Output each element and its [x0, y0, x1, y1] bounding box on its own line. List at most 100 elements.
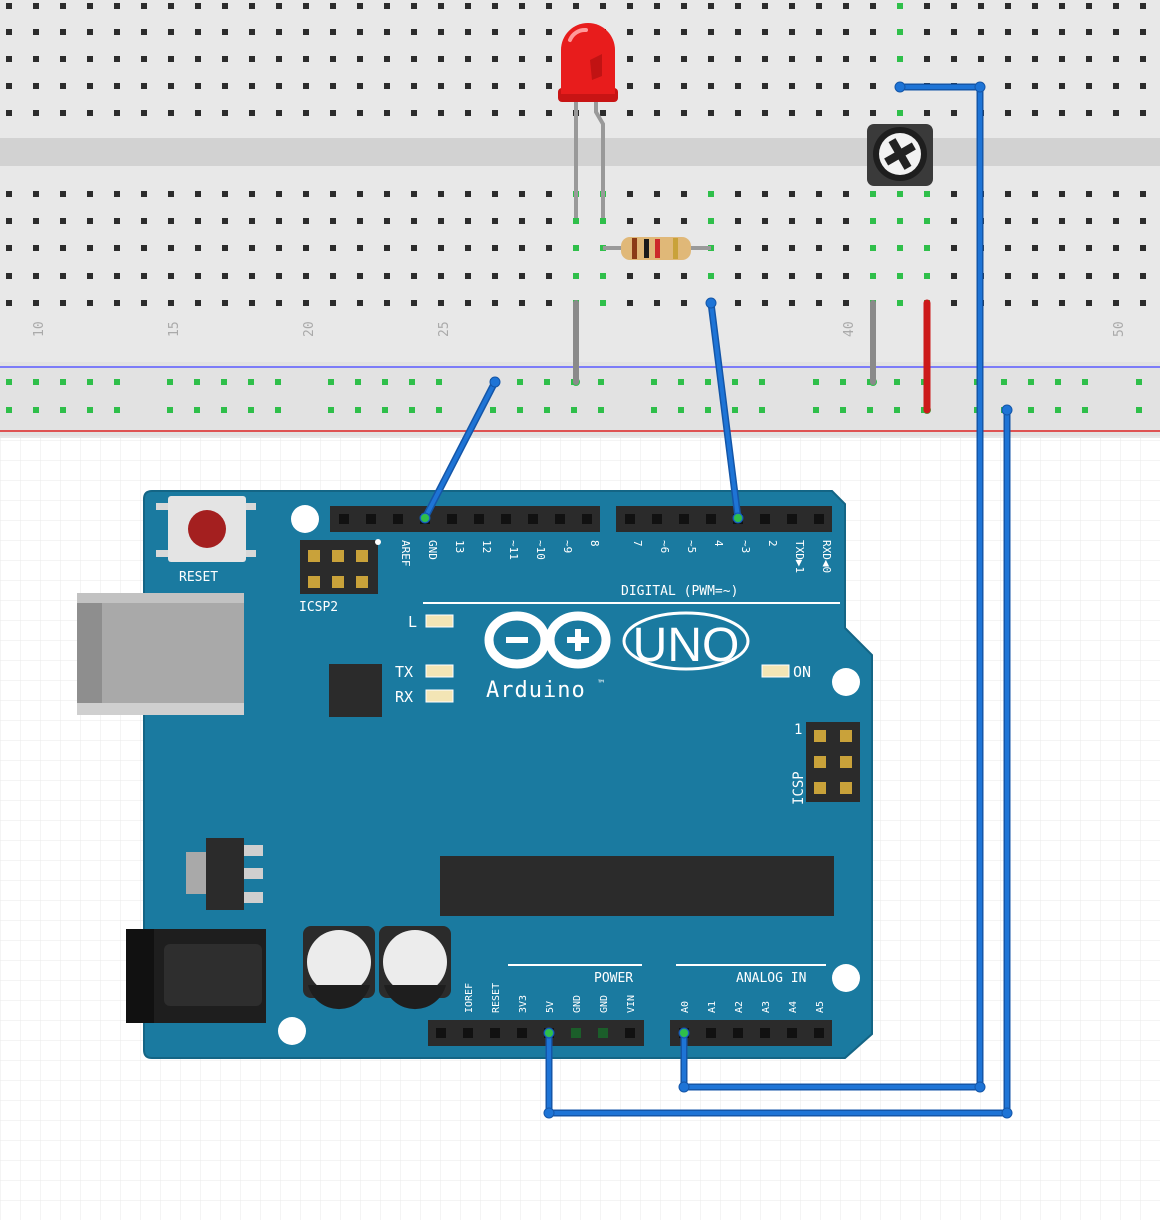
header-pin[interactable]: [760, 1028, 770, 1038]
digital-pin-label: TXD▶1: [793, 540, 806, 573]
breadboard-hole: [492, 218, 498, 224]
header-pin[interactable]: [501, 514, 511, 524]
header-pin[interactable]: [571, 1028, 581, 1038]
breadboard-hole: [546, 3, 552, 9]
resistor[interactable]: [603, 237, 711, 260]
header-pin[interactable]: [652, 514, 662, 524]
breadboard-hole: [654, 191, 660, 197]
led-leg-anode: [594, 100, 605, 218]
reset-button[interactable]: [156, 496, 256, 562]
header-pin[interactable]: [436, 1028, 446, 1038]
header-pin: [840, 730, 852, 742]
breadboard-hole: [411, 3, 417, 9]
header-pin[interactable]: [393, 514, 403, 524]
breadboard-hole: [114, 110, 120, 116]
breadboard-hole: [546, 245, 552, 251]
usb-port[interactable]: [77, 593, 244, 715]
power-rail-hole: [894, 407, 900, 413]
breadboard-hole: [843, 29, 849, 35]
breadboard-hole: [465, 191, 471, 197]
digital-header-right[interactable]: [616, 506, 832, 532]
header-pin[interactable]: [517, 1028, 527, 1038]
mounting-hole: [832, 668, 860, 696]
breadboard-hole: [762, 218, 768, 224]
power-header[interactable]: [428, 1020, 644, 1046]
wire-5v[interactable]: [547, 408, 1009, 1115]
red-led[interactable]: [558, 23, 618, 218]
header-pin[interactable]: [366, 514, 376, 524]
header-pin[interactable]: [528, 514, 538, 524]
header-pin[interactable]: [787, 514, 797, 524]
column-number: 10: [32, 321, 47, 337]
header-pin[interactable]: [463, 1028, 473, 1038]
breadboard-hole: [33, 273, 39, 279]
header-pin[interactable]: [679, 514, 689, 524]
dc-power-jack[interactable]: [126, 929, 266, 1023]
breadboard-hole: [249, 110, 255, 116]
header-pin[interactable]: [706, 514, 716, 524]
icsp-header[interactable]: [806, 722, 860, 802]
power-rail-hole: [382, 379, 388, 385]
header-pin[interactable]: [339, 514, 349, 524]
breadboard-hole: [1032, 273, 1038, 279]
header-pin[interactable]: [598, 1028, 608, 1038]
breadboard-hole: [357, 273, 363, 279]
logo-right-loop: [545, 611, 611, 669]
wire-endpoint: [543, 1107, 555, 1119]
analog-header[interactable]: [670, 1020, 832, 1046]
breadboard-power-rail: [0, 362, 1160, 436]
wire-gnd[interactable]: [423, 380, 497, 520]
power-rail-hole: [194, 379, 200, 385]
icsp-label: ICSP: [791, 771, 807, 805]
breadboard-hole: [681, 29, 687, 35]
breadboard-hole: [1005, 83, 1011, 89]
header-pin[interactable]: [787, 1028, 797, 1038]
breadboard-hole: [411, 218, 417, 224]
breadboard-hole: [546, 56, 552, 62]
breadboard-jumpers[interactable]: [573, 299, 931, 414]
breadboard-hole: [519, 218, 525, 224]
breadboard-hole: [1059, 218, 1065, 224]
reset-label: RESET: [179, 570, 218, 585]
digital-pin-label: ~6: [658, 540, 671, 553]
wire-pin3[interactable]: [709, 301, 740, 520]
header-pin[interactable]: [474, 514, 484, 524]
header-pin[interactable]: [706, 1028, 716, 1038]
power-rail-hole: [651, 379, 657, 385]
jack-highlight: [164, 944, 262, 1006]
breadboard-hole: [1113, 191, 1119, 197]
digital-pin-label: ~5: [685, 540, 698, 553]
header-pin[interactable]: [625, 1028, 635, 1038]
breadboard-hole: [411, 273, 417, 279]
header-pin[interactable]: [625, 514, 635, 524]
icsp2-header[interactable]: [300, 540, 378, 594]
breadboard-hole: [843, 83, 849, 89]
breadboard-hole: [951, 300, 957, 306]
breadboard-hole: [897, 56, 903, 62]
header-pin[interactable]: [814, 1028, 824, 1038]
header-pin[interactable]: [733, 1028, 743, 1038]
logo-left-loop: [484, 611, 550, 669]
reset-button-pin: [244, 550, 256, 557]
header-pin[interactable]: [814, 514, 824, 524]
header-pin[interactable]: [555, 514, 565, 524]
header-pin[interactable]: [490, 1028, 500, 1038]
header-pin[interactable]: [582, 514, 592, 524]
breadboard-hole: [195, 191, 201, 197]
breadboard-hole: [1059, 56, 1065, 62]
led-l-label: L: [408, 613, 417, 631]
header-pin[interactable]: [447, 514, 457, 524]
digital-header-left[interactable]: [330, 506, 600, 532]
breadboard-hole: [6, 83, 12, 89]
potentiometer[interactable]: [867, 124, 933, 186]
header-pin: [332, 576, 344, 588]
breadboard-hole: [87, 191, 93, 197]
header-pin[interactable]: [760, 514, 770, 524]
header-pin: [814, 730, 826, 742]
breadboard-hole: [60, 191, 66, 197]
power-rail-hole: [1082, 379, 1088, 385]
breadboard-hole: [276, 191, 282, 197]
breadboard-hole: [573, 245, 579, 251]
